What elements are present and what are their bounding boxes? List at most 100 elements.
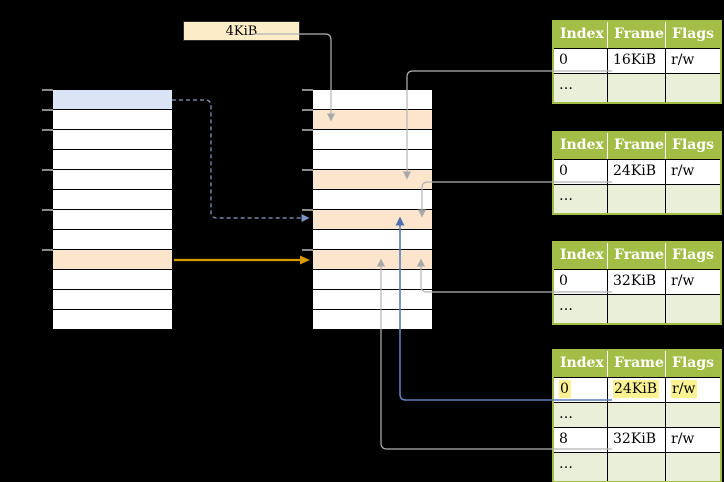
table-cell: r/w bbox=[666, 159, 720, 184]
address-tick bbox=[302, 109, 313, 111]
column-header-frame: Frame bbox=[608, 243, 666, 269]
table-cell bbox=[608, 73, 666, 102]
address-tick bbox=[302, 209, 313, 211]
table-cell bbox=[608, 184, 666, 213]
physical-memory-cell bbox=[313, 190, 432, 210]
page-size-text: 4KiB bbox=[225, 23, 258, 39]
column-header-flags: Flags bbox=[672, 26, 714, 42]
table-cell bbox=[666, 73, 720, 102]
address-tick bbox=[42, 89, 53, 91]
table-cell: r/w bbox=[666, 269, 720, 294]
arrow-virtual-page-to-physical-frame-dashed bbox=[172, 99, 310, 222]
table-cell bbox=[666, 402, 720, 427]
column-header-frame: Frame bbox=[608, 351, 666, 377]
address-tick bbox=[302, 169, 313, 171]
column-header-index: Index bbox=[554, 133, 608, 159]
table-row: … bbox=[554, 452, 720, 481]
physical-memory-cell bbox=[313, 310, 432, 330]
table-cell bbox=[666, 452, 720, 481]
column-header-flags: Flags bbox=[672, 355, 714, 371]
virtual-memory-cell bbox=[53, 270, 172, 290]
virtual-memory-cell bbox=[53, 250, 172, 270]
address-tick bbox=[302, 129, 313, 131]
column-header-flags: Flags bbox=[672, 247, 714, 263]
table-cell bbox=[608, 452, 666, 481]
virtual-memory-cell bbox=[53, 310, 172, 330]
table-row: 0 24KiB r/w bbox=[554, 377, 720, 402]
table-cell: r/w bbox=[666, 377, 720, 402]
virtual-memory-cell bbox=[53, 130, 172, 150]
table-cell: 32KiB bbox=[608, 427, 666, 452]
address-tick bbox=[42, 169, 53, 171]
physical-memory-cell bbox=[313, 110, 432, 130]
virtual-memory-cell bbox=[53, 170, 172, 190]
table-cell: 8 bbox=[554, 427, 608, 452]
table-cell bbox=[608, 294, 666, 323]
virtual-memory-cell bbox=[53, 290, 172, 310]
virtual-memory-cell bbox=[53, 150, 172, 170]
table-cell: 0 bbox=[554, 48, 608, 73]
physical-memory-cell bbox=[313, 130, 432, 150]
address-tick bbox=[302, 89, 313, 91]
table-cell: … bbox=[554, 73, 608, 102]
physical-memory-cell bbox=[313, 90, 432, 110]
table-cell: … bbox=[554, 184, 608, 213]
table-cell: 16KiB bbox=[608, 48, 666, 73]
table-cell: 24KiB bbox=[608, 377, 666, 402]
virtual-memory-cell bbox=[53, 110, 172, 130]
physical-memory-cell bbox=[313, 170, 432, 190]
address-tick bbox=[42, 249, 53, 251]
physical-memory-column bbox=[313, 90, 432, 330]
column-header-frame: Frame bbox=[608, 133, 666, 159]
physical-memory-cell bbox=[313, 250, 432, 270]
column-header-index: Index bbox=[554, 243, 608, 269]
address-tick bbox=[302, 249, 313, 251]
table-cell: 32KiB bbox=[608, 269, 666, 294]
physical-memory-cell bbox=[313, 270, 432, 290]
table-cell: … bbox=[554, 452, 608, 481]
highlighted-value: r/w bbox=[671, 380, 698, 398]
column-header-flags: Flags bbox=[672, 137, 714, 153]
address-tick bbox=[42, 209, 53, 211]
address-tick bbox=[42, 109, 53, 111]
virtual-memory-cell bbox=[53, 90, 172, 110]
virtual-memory-cell bbox=[53, 190, 172, 210]
table-cell: … bbox=[554, 402, 608, 427]
table-cell bbox=[608, 402, 666, 427]
table-row: … bbox=[554, 402, 720, 427]
highlighted-value: 24KiB bbox=[613, 380, 660, 398]
column-header-frame: Frame bbox=[608, 22, 666, 48]
physical-memory-cell bbox=[313, 230, 432, 250]
table-cell: r/w bbox=[666, 427, 720, 452]
virtual-memory-column bbox=[53, 90, 172, 330]
table-cell: 0 bbox=[554, 269, 608, 294]
column-header-index: Index bbox=[554, 351, 608, 377]
page-size-label: 4KiB bbox=[183, 21, 300, 41]
column-header-index: Index bbox=[554, 22, 608, 48]
highlighted-value: 0 bbox=[559, 380, 571, 398]
virtual-memory-cell bbox=[53, 210, 172, 230]
table-cell: r/w bbox=[666, 48, 720, 73]
table-cell bbox=[666, 294, 720, 323]
virtual-memory-cell bbox=[53, 230, 172, 250]
table-row: … bbox=[554, 73, 720, 102]
table-cell: … bbox=[554, 294, 608, 323]
address-tick bbox=[42, 129, 53, 131]
physical-memory-cell bbox=[313, 290, 432, 310]
table-row: … bbox=[554, 184, 720, 213]
table-cell: 0 bbox=[554, 159, 608, 184]
table-cell bbox=[666, 184, 720, 213]
